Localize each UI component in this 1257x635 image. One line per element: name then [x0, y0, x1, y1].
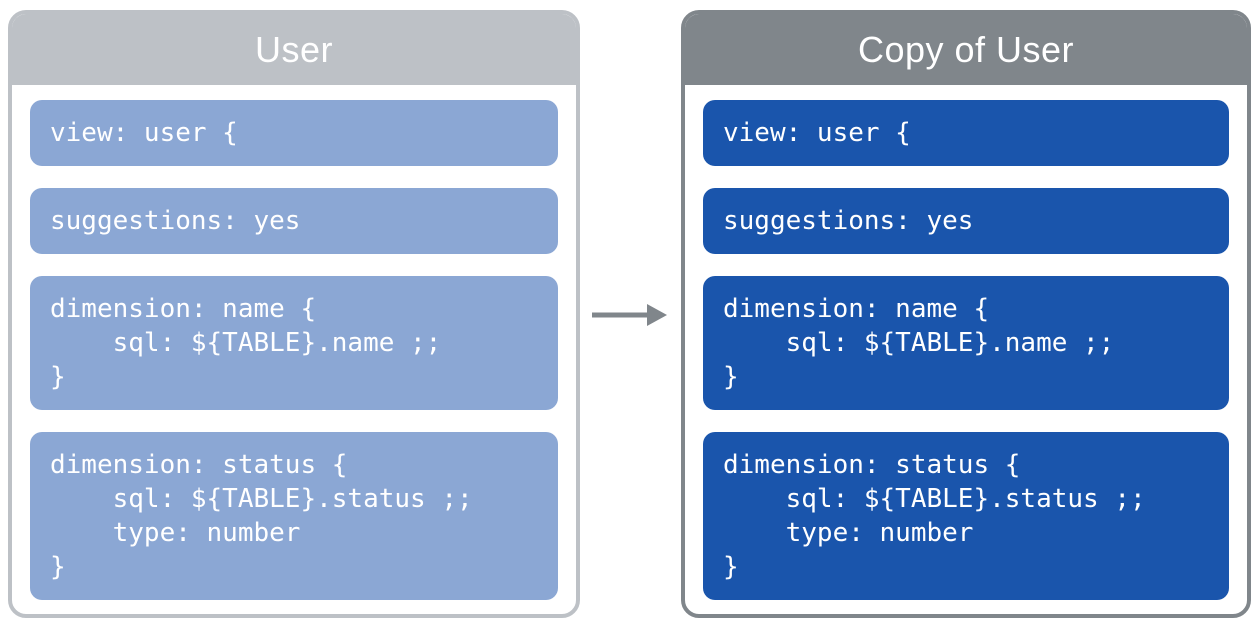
code-block-dimension-name: dimension: name { sql: ${TABLE}.name ;; …: [703, 276, 1229, 410]
panel-copy-of-user-title: Copy of User: [857, 28, 1075, 70]
panel-copy-of-user: Copy of User view: user { suggestions: y…: [681, 10, 1251, 618]
code-block-dimension-status: dimension: status { sql: ${TABLE}.status…: [30, 432, 558, 600]
panel-copy-of-user-body: view: user { suggestions: yes dimension:…: [685, 85, 1247, 600]
code-block-view: view: user {: [703, 100, 1229, 166]
code-block-suggestions: suggestions: yes: [30, 188, 558, 254]
code-block-dimension-status: dimension: status { sql: ${TABLE}.status…: [703, 432, 1229, 600]
panel-user-header: User: [12, 14, 576, 85]
panel-user-body: view: user { suggestions: yes dimension:…: [12, 85, 576, 600]
panel-user-title: User: [254, 28, 333, 70]
panel-user: User view: user { suggestions: yes dimen…: [8, 10, 580, 618]
code-block-dimension-name: dimension: name { sql: ${TABLE}.name ;; …: [30, 276, 558, 410]
code-block-view: view: user {: [30, 100, 558, 166]
panel-copy-of-user-header: Copy of User: [685, 14, 1247, 85]
arrow-right-icon: [589, 300, 671, 330]
code-block-suggestions: suggestions: yes: [703, 188, 1229, 254]
